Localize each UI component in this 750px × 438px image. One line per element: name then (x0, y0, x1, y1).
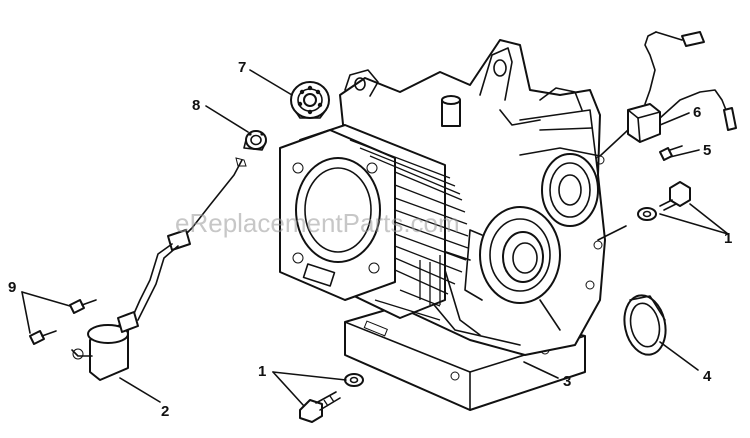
bolt-washer-part-right[interactable] (637, 181, 691, 221)
callout-9: 9 (8, 279, 16, 296)
callout-6: 6 (693, 104, 701, 121)
callout-2: 2 (161, 403, 169, 420)
watermark-text: eReplacementParts.com (175, 208, 460, 238)
oil-sensor-part[interactable] (71, 157, 247, 381)
oil-seal-part[interactable] (619, 291, 671, 358)
grommet-part[interactable] (243, 130, 267, 151)
callout-1-right: 1 (724, 230, 732, 247)
screw-part-5[interactable] (659, 145, 683, 161)
leader-lines (21, 69, 729, 407)
bearing-part[interactable] (290, 81, 330, 119)
screw-part[interactable] (29, 299, 97, 345)
bolt-washer-part-left[interactable] (299, 373, 364, 423)
callout-5: 5 (703, 142, 711, 159)
coil-wire (519, 129, 629, 157)
callout-3: 3 (563, 373, 571, 390)
cylinder-block (279, 124, 469, 321)
callout-4: 4 (703, 368, 712, 385)
callout-1-left: 1 (258, 363, 266, 380)
ignition-coil-part[interactable] (627, 31, 737, 143)
callout-7: 7 (238, 59, 246, 76)
callout-8: 8 (192, 97, 200, 114)
